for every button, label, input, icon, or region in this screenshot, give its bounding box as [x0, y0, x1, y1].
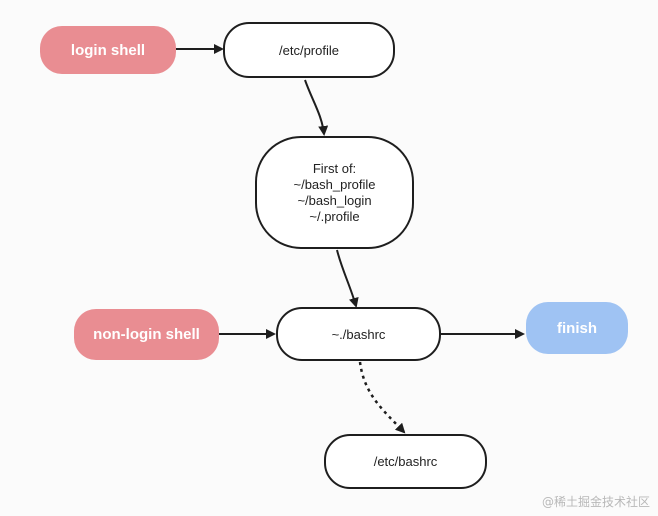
non-login-shell-node: non-login shell	[74, 309, 219, 360]
etc-bashrc-label: /etc/bashrc	[373, 454, 438, 469]
first-of-node: First of: ~/bash_profile ~/bash_login ~/…	[255, 136, 414, 249]
first-of-line-1: First of:	[312, 160, 357, 176]
login-shell-node: login shell	[40, 26, 176, 74]
finish-label: finish	[557, 319, 597, 337]
etc-profile-label: /etc/profile	[279, 42, 339, 58]
edge-etc-profile-to-first-of	[304, 79, 329, 136]
login-shell-label: login shell	[70, 41, 146, 59]
non-login-shell-label: non-login shell	[93, 326, 200, 343]
first-of-line-3: ~/bash_login	[297, 192, 372, 208]
first-of-line-2: ~/bash_profile	[293, 176, 376, 192]
bashrc-label: ~./bashrc	[331, 326, 386, 342]
watermark: @稀土掘金技术社区	[541, 495, 650, 509]
bashrc-node: ~./bashrc	[276, 307, 441, 361]
etc-bashrc-node: /etc/bashrc	[324, 434, 487, 489]
edge-first-of-to-bashrc	[336, 249, 359, 308]
edge-bashrc-to-etc-bashrc	[358, 361, 406, 434]
etc-profile-node: /etc/profile	[223, 22, 395, 78]
first-of-line-4: ~/.profile	[309, 208, 360, 224]
finish-node: finish	[526, 302, 628, 354]
